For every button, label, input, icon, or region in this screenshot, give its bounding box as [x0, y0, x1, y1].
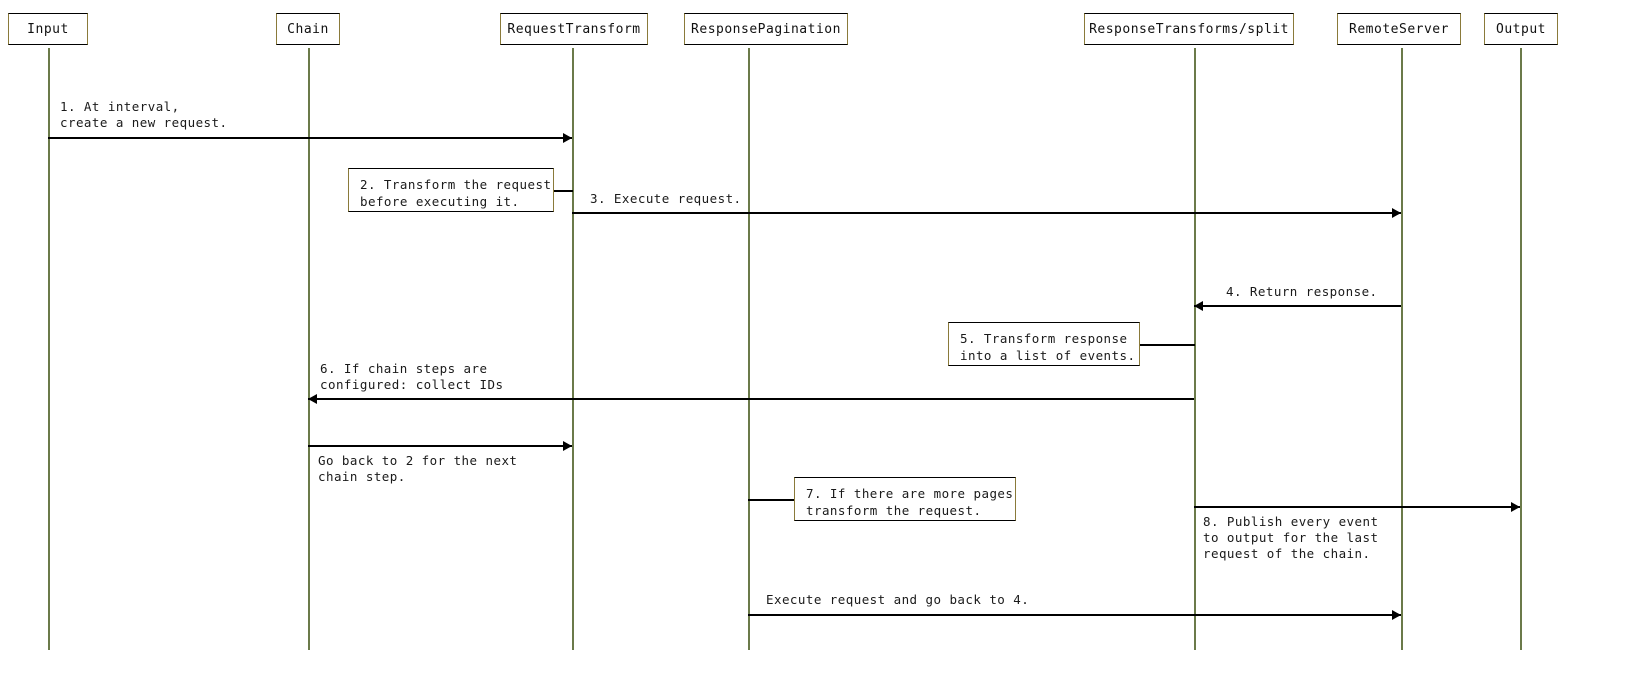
message-line-m8 [1194, 506, 1520, 508]
participant-label: RemoteServer [1349, 21, 1449, 37]
participant-label: ResponseTransforms/split [1089, 21, 1289, 37]
message-label-m_goback: Go back to 2 for the next chain step. [318, 453, 518, 484]
arrowhead-m_goback [563, 441, 572, 451]
participant-request_transform[interactable]: RequestTransform [500, 13, 648, 45]
participant-response_pagination[interactable]: ResponsePagination [684, 13, 848, 45]
arrowhead-m4 [1194, 301, 1203, 311]
message-line-m_exec_again [748, 614, 1401, 616]
participant-label: Chain [287, 21, 329, 37]
message-label-m1: 1. At interval, create a new request. [60, 99, 228, 130]
message-label-m3: 3. Execute request. [590, 191, 742, 206]
note-connector-n5 [1140, 344, 1195, 346]
message-line-m3 [572, 212, 1401, 214]
note-n7[interactable]: 7. If there are more pages transform the… [794, 477, 1016, 521]
lifeline-response_pagination [748, 48, 750, 650]
message-label-m8: 8. Publish every event to output for the… [1203, 514, 1379, 561]
arrowhead-m3 [1392, 208, 1401, 218]
note-n5[interactable]: 5. Transform response into a list of eve… [948, 322, 1140, 366]
participant-chain[interactable]: Chain [276, 13, 340, 45]
lifeline-input [48, 48, 50, 650]
arrowhead-m6 [308, 394, 317, 404]
note-n2[interactable]: 2. Transform the request before executin… [348, 168, 554, 212]
message-line-m6 [308, 398, 1194, 400]
participant-label: ResponsePagination [691, 21, 841, 37]
participant-response_transforms[interactable]: ResponseTransforms/split [1084, 13, 1294, 45]
message-line-m_goback [308, 445, 572, 447]
message-line-m4 [1194, 305, 1401, 307]
arrowhead-m8 [1511, 502, 1520, 512]
participant-input[interactable]: Input [8, 13, 88, 45]
lifeline-output [1520, 48, 1522, 650]
arrowhead-m1 [563, 133, 572, 143]
message-label-m_exec_again: Execute request and go back to 4. [766, 592, 1030, 607]
note-connector-n7 [748, 499, 795, 501]
participant-output[interactable]: Output [1484, 13, 1558, 45]
participant-label: Input [27, 21, 69, 37]
lifeline-remote_server [1401, 48, 1403, 650]
arrowhead-m_exec_again [1392, 610, 1401, 620]
lifeline-response_transforms [1194, 48, 1196, 650]
message-label-m4: 4. Return response. [1226, 284, 1378, 299]
message-label-m6: 6. If chain steps are configured: collec… [320, 361, 504, 392]
participant-label: RequestTransform [507, 21, 641, 37]
participant-label: Output [1496, 21, 1546, 37]
message-line-m1 [48, 137, 572, 139]
lifeline-chain [308, 48, 310, 650]
lifeline-request_transform [572, 48, 574, 650]
participant-remote_server[interactable]: RemoteServer [1337, 13, 1461, 45]
note-connector-n2 [554, 190, 573, 192]
